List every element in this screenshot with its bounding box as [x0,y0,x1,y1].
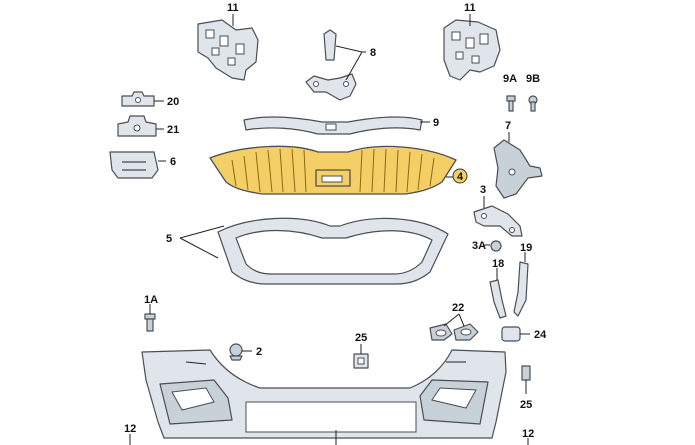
callout-19: 19 [520,242,532,254]
part-11-right-bracket[interactable] [443,19,501,81]
callout-7: 7 [505,120,511,132]
callout-24: 24 [534,329,547,341]
callout-5: 5 [166,233,172,245]
part-24-cap[interactable] [501,326,521,342]
part-11-left-bracket[interactable] [197,19,259,81]
callout-1a: 1A [144,294,158,306]
callout-25-right: 25 [520,399,532,411]
part-3-holder[interactable] [473,205,523,237]
part-21-bracket[interactable] [117,115,157,137]
part-4-radiator-grille[interactable] [209,145,457,195]
callout-22: 22 [452,302,464,314]
callout-11-right: 11 [464,2,476,14]
callout-9: 9 [433,117,439,129]
part-9-upper-trim-strip[interactable] [243,116,423,135]
part-1a-screw[interactable] [144,313,156,332]
callout-12-right: 12 [522,428,534,440]
callout-20: 20 [167,96,179,108]
callout-8: 8 [370,47,376,59]
callout-3a: 3A [472,240,486,252]
part-9a-screw[interactable] [506,95,516,112]
part-12-bumper-cover[interactable] [141,349,507,439]
part-18-trim-strip[interactable] [489,279,507,319]
callout-18: 18 [492,258,504,270]
part-7-side-bracket[interactable] [493,139,543,199]
part-8-mounting-clip[interactable] [305,73,357,101]
callout-6: 6 [170,156,176,168]
part-8-retaining-pin[interactable] [323,29,337,61]
callout-3: 3 [480,184,486,196]
callout-21: 21 [167,124,179,136]
part-5-grille-frame[interactable] [217,217,449,285]
callout-11-left: 11 [227,2,239,14]
part-19-trim-strip[interactable] [513,261,529,317]
part-20-bracket[interactable] [121,91,155,107]
part-22-ring-left[interactable] [429,323,453,341]
callout-9a: 9A [503,73,517,85]
part-22-ring-right[interactable] [453,323,479,341]
callout-2: 2 [256,346,262,358]
part-3a-nut[interactable] [490,240,502,252]
callout-25-center: 25 [355,332,367,344]
part-25-right-bracket[interactable] [521,365,531,381]
part-9b-screw[interactable] [528,95,538,112]
callout-12-left: 12 [124,423,136,435]
part-25-center-bracket[interactable] [353,353,369,369]
callout-4-badge [452,168,468,184]
callout-9b: 9B [526,73,540,85]
part-6-cover[interactable] [109,151,159,179]
part-2-plug[interactable] [229,343,243,361]
callout-4: 4 [457,171,464,183]
